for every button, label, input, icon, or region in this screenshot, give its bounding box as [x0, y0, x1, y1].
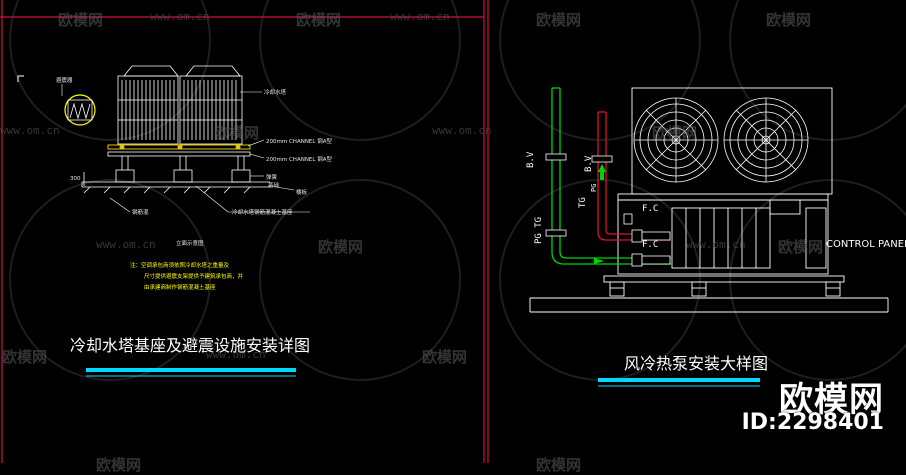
label-floor: 楼板	[296, 190, 308, 196]
red-pipe	[597, 111, 672, 241]
label-isolator: 避震器	[56, 78, 73, 84]
left-title-underline	[86, 368, 296, 377]
left-drawing-title: 冷却水塔基座及避震设施安装详图	[70, 336, 311, 355]
cooling-tower-right	[179, 65, 243, 145]
label-pg-tg: PG TG	[534, 216, 544, 244]
note-line-2: 尺寸提供避震支架提供予建筑承包商，并	[144, 274, 244, 280]
right-title-underline	[598, 378, 760, 387]
label-control-panel: CONTROL PANEL	[826, 239, 906, 250]
watermark-brand: 欧模网	[536, 11, 582, 29]
watermark-brand: 欧模网	[422, 348, 468, 366]
watermark-circles	[9, 0, 906, 381]
watermark-url: www.om.cn	[206, 348, 266, 361]
right-drawing-title: 风冷热泵安装大样图	[624, 354, 769, 373]
model-id: ID:2298401	[741, 410, 884, 435]
label-fc-top: F.C	[642, 204, 659, 214]
spring-supports	[115, 156, 251, 183]
note-line-3: 由承建商制作钢筋混凝土基座	[144, 285, 216, 291]
floor-slab	[81, 172, 270, 194]
flow-arrow-stem	[600, 172, 604, 180]
watermark-brand: 欧模网	[766, 11, 812, 29]
fan-left	[633, 97, 719, 183]
label-fc-bottom: F.C	[642, 240, 659, 250]
watermark-brand: 欧模网	[214, 124, 260, 142]
cad-drawing-canvas	[0, 0, 906, 463]
brand-logo-text: 欧模网	[779, 380, 884, 420]
watermark-brand: 欧模网	[2, 348, 48, 366]
corner-bracket	[17, 75, 24, 82]
watermark-brand: 欧模网	[96, 456, 142, 474]
green-pipe	[551, 87, 672, 265]
label-section-caption: 立面示意图	[176, 241, 204, 247]
label-pg: PG	[590, 183, 598, 192]
watermark-url: www.om.cn	[0, 124, 60, 137]
watermark-brand: 欧模网	[58, 11, 104, 29]
heat-pump-body	[617, 87, 833, 275]
label-bv-left: B.V	[526, 151, 536, 168]
fan-right	[723, 97, 809, 183]
label-concrete-base: 冷却水塔钢筋混凝土基座	[232, 210, 293, 216]
watermark-url: www.om.cn	[150, 10, 210, 23]
watermark-url: www.om.cn	[96, 238, 156, 251]
pipe-fittings	[545, 153, 671, 267]
watermark-url: www.om.cn	[432, 124, 492, 137]
watermark-brand: 欧模网	[318, 238, 364, 256]
label-base: 基础	[268, 183, 280, 189]
watermark-brand: 欧模网	[536, 456, 582, 474]
label-channel-2: 200mm CHANNEL 钢A型	[266, 157, 332, 163]
label-tg: TG	[578, 197, 588, 208]
note-line-1: 注：空调承包商须依照冷却水塔之重量及	[130, 263, 230, 269]
cooling-tower-left	[117, 65, 179, 145]
watermark-brand: 欧模网	[296, 11, 342, 29]
label-cooling-tower: 冷却水塔	[264, 90, 287, 96]
watermark-brand: 欧模网	[652, 124, 698, 142]
label-spring: 弹簧	[266, 175, 278, 181]
label-bv-right: B.V	[584, 155, 594, 172]
label-concrete: 钢筋混	[132, 210, 149, 216]
drawing-frame	[0, 0, 489, 463]
watermark-url: www.om.cn	[390, 10, 450, 23]
label-channel-1: 200mm CHANNEL 钢A型	[266, 139, 332, 145]
label-dimension: 300	[70, 176, 81, 182]
flow-arrow-up	[598, 164, 606, 172]
equipment-base	[529, 275, 889, 313]
watermark-url: www.om.cn	[686, 238, 746, 251]
isolator-callout	[61, 84, 96, 126]
watermark-brand: 欧模网	[778, 238, 824, 256]
channel-base	[107, 144, 251, 157]
leader-lines	[109, 91, 310, 213]
